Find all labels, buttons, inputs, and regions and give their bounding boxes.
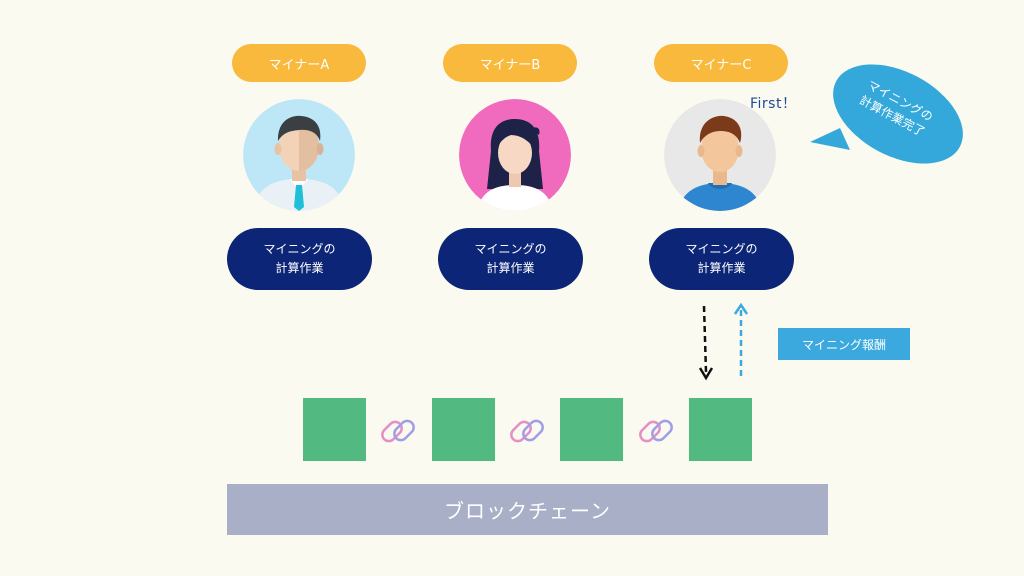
miner-c-label: マイナーC [654,44,788,82]
submit-arrow-down [698,305,714,381]
miner-c-work-line1: マイニングの [685,242,758,256]
reward-arrow-up [733,302,749,378]
submit-and-reward-arrows [698,302,749,381]
miner-b-work-box: マイニングの 計算作業 [438,228,583,290]
miner-c-avatar-icon [664,99,776,211]
speech-bubble-icon [810,64,963,164]
chain-link-icon [639,419,673,443]
miner-b-work-line2: 計算作業 [486,261,535,275]
block-4 [689,398,752,461]
block-2 [432,398,495,461]
block-3 [560,398,623,461]
miner-c-work-box: マイニングの 計算作業 [649,228,794,290]
blockchain-bar: ブロックチェーン [227,484,828,535]
miner-a-work-line1: マイニングの [263,242,336,256]
first-label: First！ [750,96,797,112]
miner-a-avatar-icon [243,99,355,211]
miner-b-label: マイナーB [443,44,577,82]
chain-link-icon [381,419,415,443]
mining-reward-label: マイニング報酬 [778,328,910,360]
miner-b-avatar-icon [459,99,571,211]
miner-c-work-line2: 計算作業 [697,261,746,275]
miner-a-work-box: マイニングの 計算作業 [227,228,372,290]
chain-link-icon [510,419,544,443]
block-1 [303,398,366,461]
miner-a-label: マイナーA [232,44,366,82]
miner-b-work-line1: マイニングの [474,242,547,256]
miner-a-work-line2: 計算作業 [275,261,324,275]
